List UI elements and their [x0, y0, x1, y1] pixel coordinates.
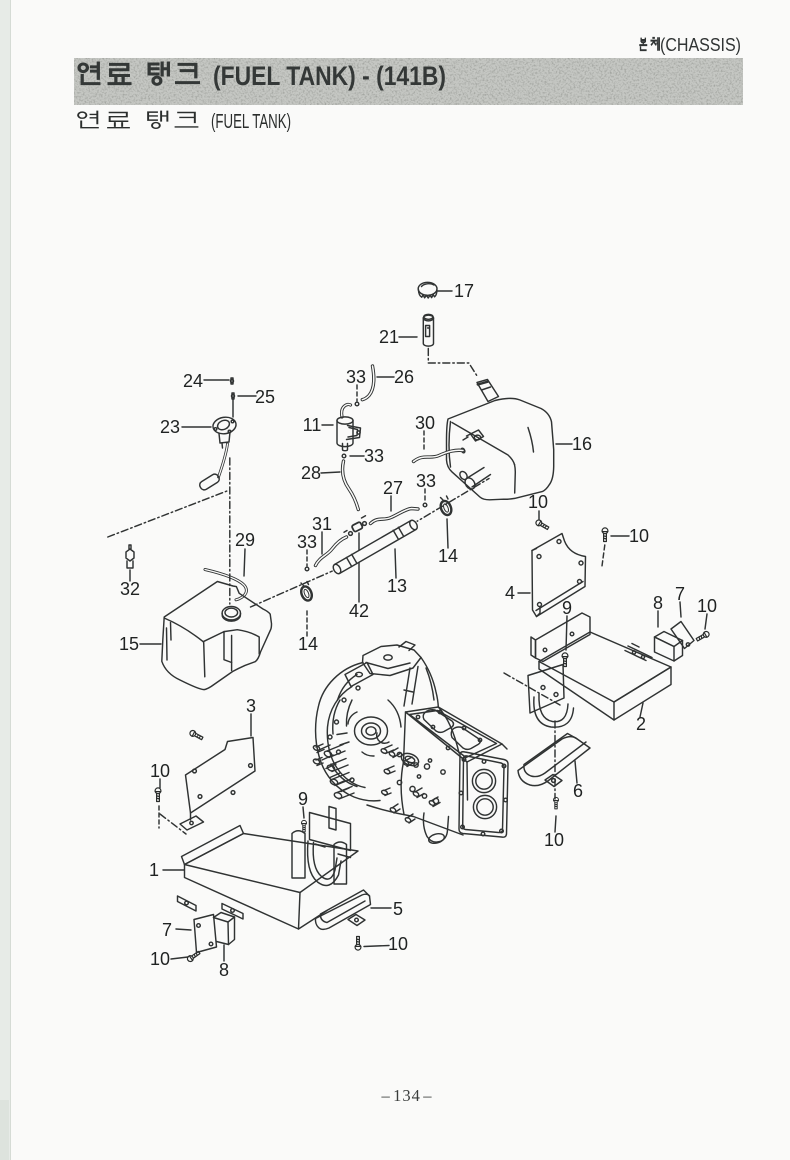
svg-text:10: 10	[388, 934, 408, 954]
svg-text:10: 10	[528, 492, 548, 512]
svg-text:10: 10	[697, 596, 717, 616]
svg-text:9: 9	[298, 789, 308, 809]
svg-text:33: 33	[297, 532, 317, 552]
svg-text:5: 5	[393, 899, 403, 919]
svg-text:28: 28	[301, 463, 321, 483]
svg-text:6: 6	[573, 781, 583, 801]
svg-text:17: 17	[454, 281, 474, 301]
svg-text:14: 14	[438, 546, 458, 566]
svg-text:33: 33	[416, 471, 436, 491]
svg-text:(CHASSIS): (CHASSIS)	[660, 35, 741, 55]
svg-text:33: 33	[364, 446, 384, 466]
svg-text:7: 7	[675, 584, 685, 604]
svg-text:24: 24	[183, 371, 203, 391]
svg-text:32: 32	[120, 579, 140, 599]
svg-text:25: 25	[255, 387, 275, 407]
svg-text:30: 30	[415, 413, 435, 433]
svg-text:21: 21	[379, 327, 399, 347]
svg-text:11: 11	[303, 415, 322, 435]
svg-text:1: 1	[149, 860, 159, 880]
svg-text:29: 29	[235, 530, 255, 550]
svg-text:10: 10	[629, 526, 649, 546]
svg-text:27: 27	[383, 478, 403, 498]
svg-text:(FUEL TANK) - (141B): (FUEL TANK) - (141B)	[213, 61, 446, 91]
svg-text:23: 23	[160, 417, 180, 437]
svg-text:7: 7	[162, 920, 172, 940]
svg-text:31: 31	[312, 514, 332, 534]
svg-text:14: 14	[298, 634, 318, 654]
svg-text:33: 33	[346, 367, 366, 387]
svg-text:2: 2	[636, 714, 646, 734]
svg-text:9: 9	[562, 598, 572, 618]
svg-text:42: 42	[349, 601, 369, 621]
svg-text:15: 15	[119, 634, 139, 654]
svg-text:16: 16	[572, 434, 592, 454]
svg-text:8: 8	[653, 593, 663, 613]
svg-text:8: 8	[219, 960, 229, 980]
svg-text:4: 4	[505, 583, 515, 603]
svg-text:10: 10	[544, 830, 564, 850]
svg-text:(FUEL TANK): (FUEL TANK)	[211, 111, 291, 132]
svg-text:3: 3	[246, 696, 256, 716]
svg-text:10: 10	[150, 949, 170, 969]
svg-text:26: 26	[394, 367, 414, 387]
svg-text:13: 13	[387, 576, 407, 596]
svg-text:10: 10	[150, 761, 170, 781]
